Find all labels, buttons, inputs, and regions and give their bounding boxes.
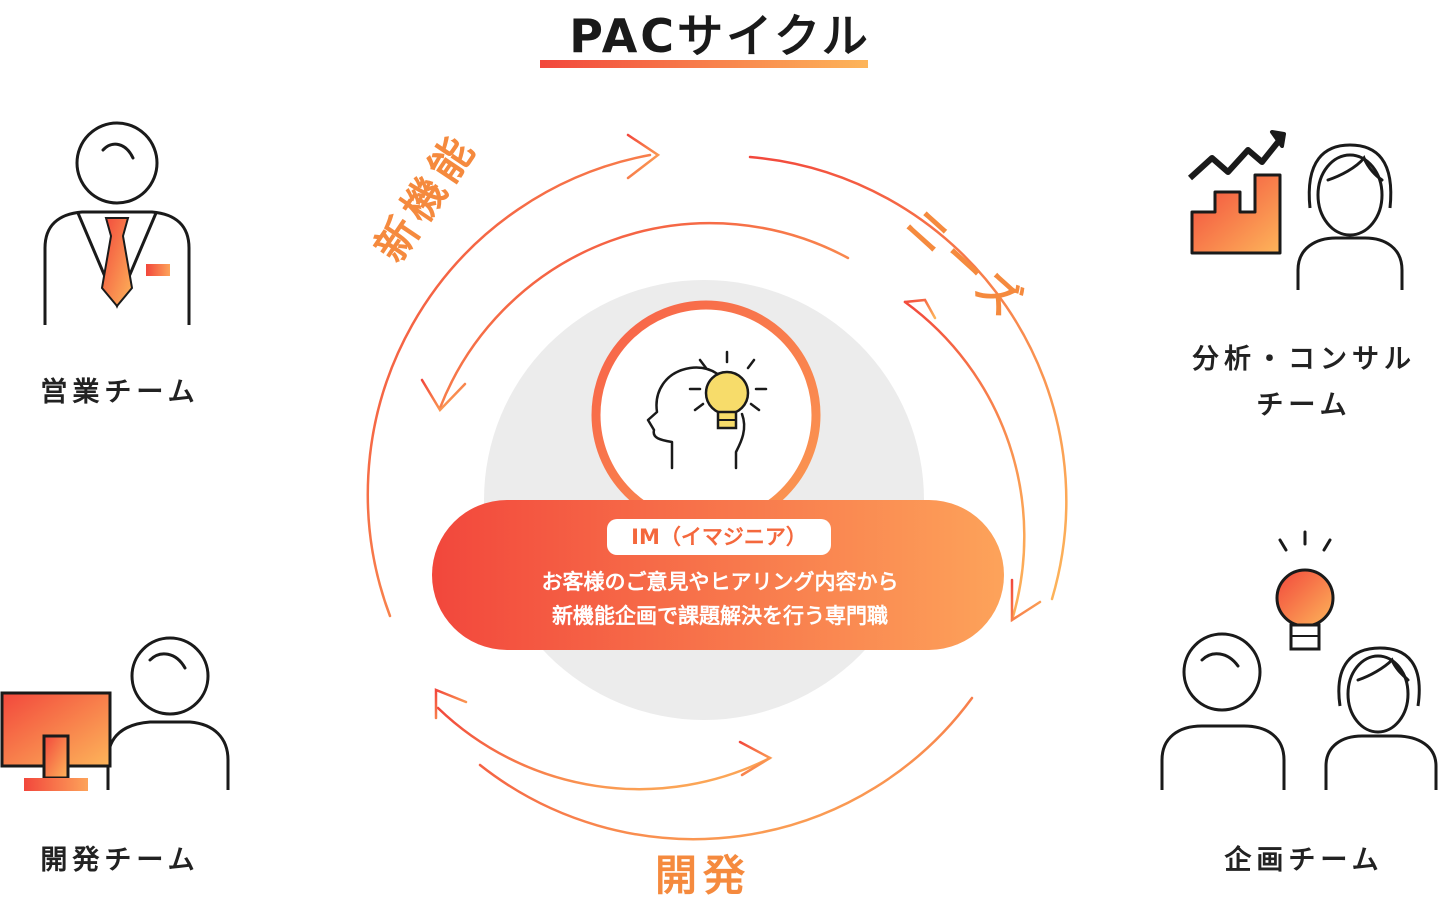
team-label-planning: 企画チーム: [1224, 845, 1384, 876]
planning-team-icon: [1160, 530, 1438, 790]
team-label-sales: 営業チーム: [40, 377, 200, 408]
imagineer-description-line1: お客様のご意見やヒアリング内容から: [541, 570, 899, 594]
imagineer-description-line2: 新機能企画で課題解決を行う専門職: [552, 604, 888, 628]
team-label-development: 開発チーム: [40, 845, 200, 876]
team-label-analysis-line2: チーム: [1256, 390, 1352, 421]
page-title: PACサイクル: [569, 9, 871, 63]
developer-icon: [0, 636, 230, 791]
imagineer-ring: [591, 300, 821, 530]
head-lightbulb-icon: [646, 350, 768, 470]
title-underline: [540, 60, 868, 68]
salesperson-icon: [43, 121, 191, 325]
imagineer-description: お客様のご意見やヒアリング内容から 新機能企画で課題解決を行う専門職: [440, 565, 1000, 633]
team-label-analysis-line1: 分析・コンサル: [1192, 344, 1416, 375]
analyst-icon: [1187, 130, 1404, 290]
cycle-label-development: 開発: [655, 851, 752, 900]
inner-cycle-arrows: [420, 221, 1042, 791]
imagineer-pill: [432, 500, 1004, 650]
imagineer-badge: IM（イマジニア）: [607, 519, 831, 555]
outer-cycle-arrows: [366, 133, 1068, 841]
